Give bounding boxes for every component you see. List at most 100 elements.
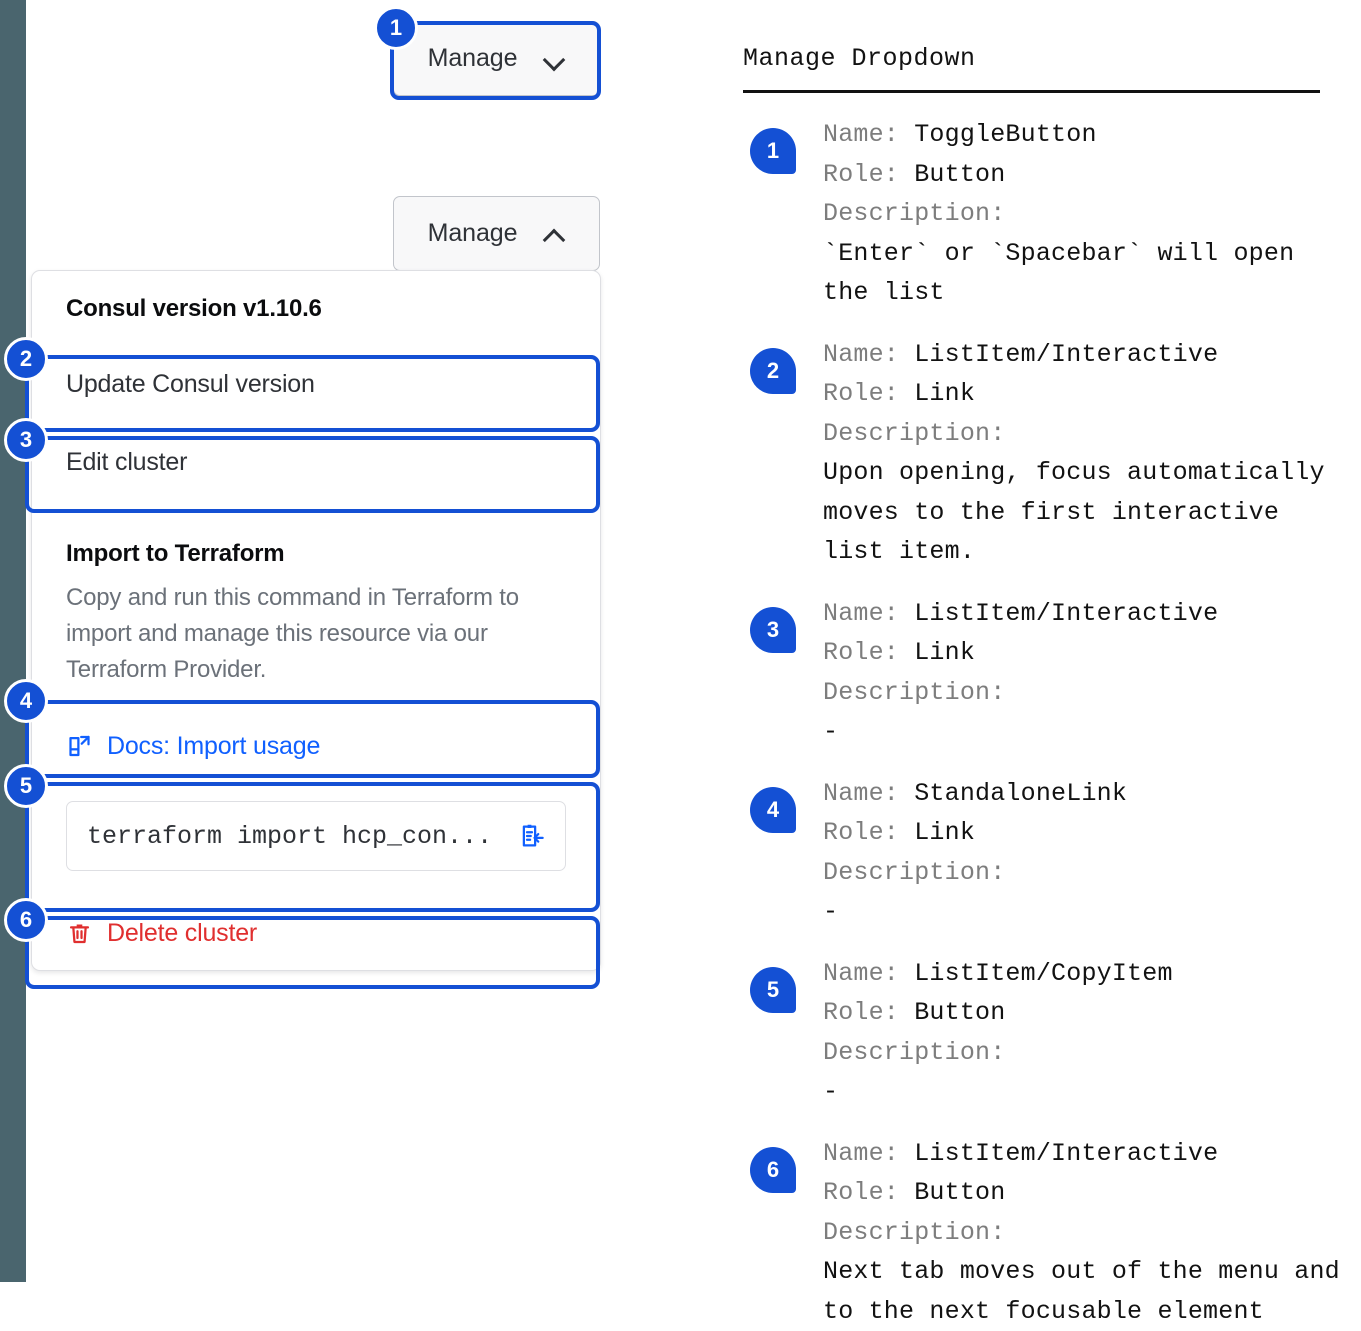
callout-badge-3: 3 (4, 418, 48, 462)
annotation-badge-2: 2 (750, 348, 796, 394)
terraform-command-value: terraform import hcp_con... (87, 822, 492, 851)
manage-toggle-button-collapsed[interactable]: Manage (393, 21, 600, 96)
annotation-role-value: Button (914, 160, 1005, 189)
annotation-role-value: Button (914, 998, 1005, 1027)
annotation-description-value: - (823, 1072, 1340, 1112)
callout-badge-5: 5 (4, 764, 48, 808)
trash-icon (66, 920, 93, 947)
annotation-role-label: Role: (823, 1178, 914, 1207)
annotation-name: Name: ListItem/Interactive (823, 1134, 1340, 1174)
annotation-name-label: Name: (823, 1139, 914, 1168)
annotation-badge-3: 3 (750, 607, 796, 653)
side-rail (0, 0, 26, 1282)
callout-number: 6 (20, 909, 32, 931)
annotation-description-value: - (823, 712, 1340, 752)
annotation-description-label: Description: (823, 194, 1340, 234)
annotation-role: Role: Link (823, 374, 1340, 414)
annotation-role: Role: Button (823, 993, 1340, 1033)
chevron-down-icon (543, 48, 565, 70)
annotation-role-value: Link (914, 818, 975, 847)
chevron-up-icon (543, 223, 565, 245)
annotation-role: Role: Link (823, 813, 1340, 853)
annotation-name-value: ListItem/CopyItem (914, 959, 1172, 988)
manage-toggle-button-expanded[interactable]: Manage (393, 196, 600, 271)
dropdown-demo-pane: Manage Manage Consul version v1.10.6 Upd… (26, 0, 720, 1282)
delete-cluster-label: Delete cluster (107, 919, 257, 948)
annotation-name: Name: ToggleButton (823, 115, 1340, 155)
annotation-name: Name: StandaloneLink (823, 774, 1340, 814)
annotation-badge-number: 4 (767, 799, 779, 821)
menu-item-docs-import-usage[interactable]: Docs: Import usage (32, 710, 600, 783)
annotation-badge-number: 1 (767, 140, 779, 162)
annotation-role-label: Role: (823, 818, 914, 847)
annotation-badge-4: 4 (750, 787, 796, 833)
docs-link-label: Docs: Import usage (107, 732, 320, 761)
import-to-terraform-heading: Import to Terraform (32, 518, 600, 568)
terraform-command-field[interactable]: terraform import hcp_con... (66, 801, 566, 871)
annotation-name-value: ListItem/Interactive (914, 340, 1218, 369)
annotation-role-label: Role: (823, 998, 914, 1027)
callout-number: 5 (20, 775, 32, 797)
menu-item-delete-cluster[interactable]: Delete cluster (32, 897, 600, 970)
menu-item-edit-cluster[interactable]: Edit cluster (32, 423, 600, 501)
consul-version-title: Consul version v1.10.6 (32, 271, 600, 345)
annotation-description-label: Description: (823, 1213, 1340, 1253)
annotation-badge-5: 5 (750, 967, 796, 1013)
annotation-name-value: ListItem/Interactive (914, 599, 1218, 628)
annotation-badge-6: 6 (750, 1147, 796, 1193)
annotation-role-label: Role: (823, 160, 914, 189)
callout-badge-2: 2 (4, 337, 48, 381)
clipboard-copy-icon[interactable] (517, 821, 547, 851)
annotation-name-value: StandaloneLink (914, 779, 1127, 808)
annotation-role: Role: Link (823, 633, 1340, 673)
callout-badge-1: 1 (374, 6, 418, 50)
manage-toggle-label: Manage (428, 219, 518, 248)
manage-toggle-label: Manage (428, 44, 518, 73)
annotation-panel-title: Manage Dropdown (740, 0, 1340, 73)
menu-item-copy-command[interactable]: terraform import hcp_con... (32, 783, 600, 897)
annotation-description-value: `Enter` or `Spacebar` will open the list (823, 234, 1340, 313)
annotation-name-label: Name: (823, 340, 914, 369)
annotation-badge-number: 6 (767, 1159, 779, 1181)
callout-number: 3 (20, 429, 32, 451)
annotation-role-label: Role: (823, 379, 914, 408)
annotation-description-label: Description: (823, 853, 1340, 893)
annotation-badge-number: 3 (767, 619, 779, 641)
annotation-description-value: - (823, 892, 1340, 932)
callout-badge-4: 4 (4, 679, 48, 723)
annotation-role-label: Role: (823, 638, 914, 667)
annotation-name-label: Name: (823, 120, 914, 149)
annotation-name-label: Name: (823, 959, 914, 988)
annotation-name-value: ToggleButton (914, 120, 1096, 149)
annotation-name-value: ListItem/Interactive (914, 1139, 1218, 1168)
annotation-panel-divider (743, 90, 1320, 93)
annotation-badge-number: 5 (767, 979, 779, 1001)
annotation-role: Role: Button (823, 155, 1340, 195)
manage-dropdown-menu: Consul version v1.10.6 Update Consul ver… (31, 270, 601, 971)
callout-number: 1 (390, 17, 402, 39)
annotation-role-value: Link (914, 638, 975, 667)
annotation-badge-1: 1 (750, 128, 796, 174)
annotation-description-value: Next tab moves out of the menu and to th… (823, 1252, 1340, 1331)
menu-divider (50, 509, 582, 510)
annotation-name: Name: ListItem/CopyItem (823, 954, 1340, 994)
annotation-role-value: Link (914, 379, 975, 408)
callout-badge-6: 6 (4, 898, 48, 942)
annotation-name-label: Name: (823, 779, 914, 808)
menu-item-update-consul-version[interactable]: Update Consul version (32, 345, 600, 423)
docs-external-link-icon (66, 733, 93, 760)
annotation-name: Name: ListItem/Interactive (823, 594, 1340, 634)
annotation-description-label: Description: (823, 673, 1340, 713)
annotation-name: Name: ListItem/Interactive (823, 335, 1340, 375)
